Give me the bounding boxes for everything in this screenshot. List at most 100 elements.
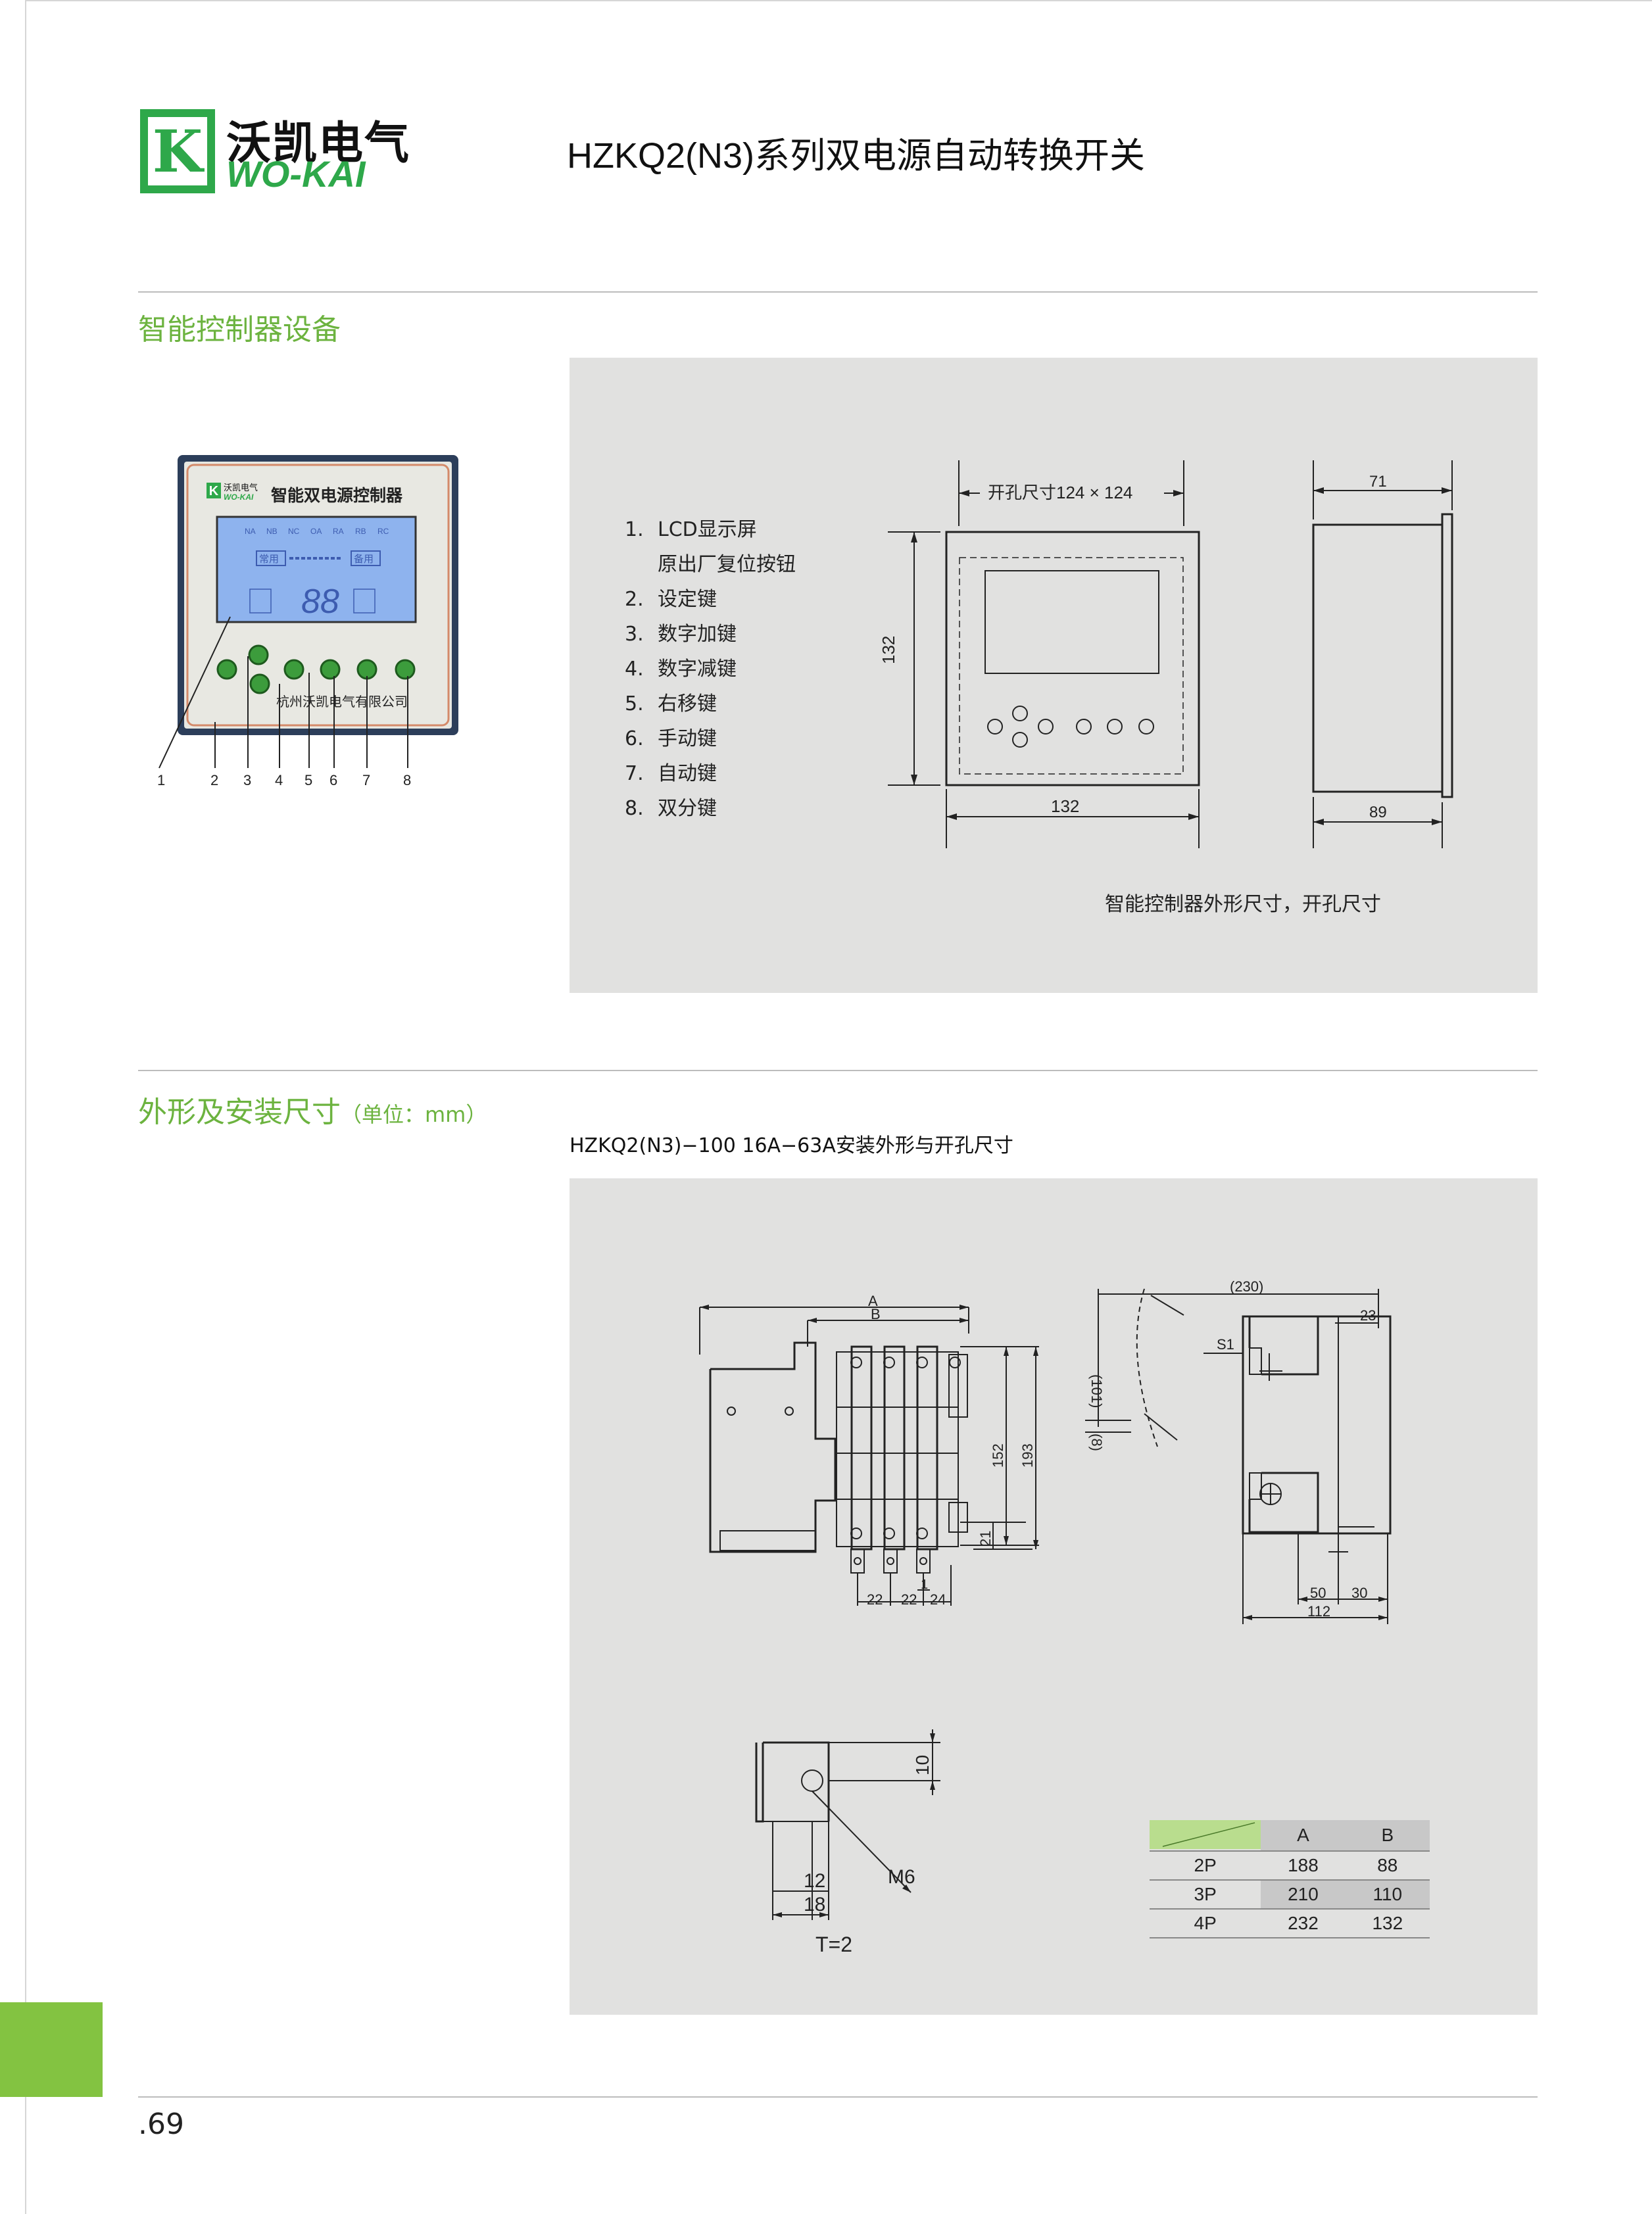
device-company: 杭州沃凯电气有限公司 xyxy=(276,694,408,710)
page-border-left xyxy=(25,0,26,2214)
dim-30: 30 xyxy=(1351,1585,1367,1601)
lcd-label-ra: RA xyxy=(333,527,344,536)
dim-193: 193 xyxy=(1019,1443,1036,1468)
cutout-size-label: 开孔尺寸124 × 124 xyxy=(988,483,1132,502)
dim-23: 23 xyxy=(1360,1307,1376,1324)
legend-item: 4.数字减键 xyxy=(625,658,737,681)
label-M6: M6 xyxy=(888,1866,915,1888)
dim-230: (230) xyxy=(1230,1278,1263,1295)
dim-8: (8) xyxy=(1088,1433,1105,1451)
callout-6: 6 xyxy=(329,772,337,788)
lcd-label-nb: NB xyxy=(266,527,278,536)
lcd-indicator-labels: NA NB NC OA RA RB RC xyxy=(245,527,389,536)
table-header: A xyxy=(1261,1820,1346,1852)
width-132-label: 132 xyxy=(1051,796,1079,816)
callout-5: 5 xyxy=(304,772,312,788)
brand-name-en: WO-KAI xyxy=(226,153,366,195)
table-cell-b: 88 xyxy=(1345,1851,1430,1881)
dim-18: 18 xyxy=(804,1894,825,1915)
device-logo-letter: K xyxy=(209,484,219,498)
dim-12: 12 xyxy=(804,1870,825,1892)
table-row: 4P 232 132 xyxy=(1150,1909,1430,1938)
button-setting[interactable] xyxy=(248,644,269,665)
height-132-label: 132 xyxy=(879,636,898,664)
logo-letter: K xyxy=(152,117,203,185)
side-depth-89-label: 89 xyxy=(1369,804,1387,821)
section2-heading: 外形及安装尺寸（单位：mm） xyxy=(138,1088,487,1130)
dim-21: 21 xyxy=(977,1531,994,1547)
device-logo-en: WO-KAI xyxy=(224,493,254,502)
table-header: B xyxy=(1345,1820,1430,1852)
brand-name-cn: 沃凯电气 xyxy=(226,118,411,170)
dimension-table: A B 2P 188 88 3P 210 110 4P 232 132 xyxy=(1150,1820,1430,1938)
section1-title: 智能控制器设备 xyxy=(138,313,341,347)
button-plus[interactable] xyxy=(249,673,270,694)
legend-item: 5.右移键 xyxy=(625,692,717,715)
dim-24: 24 xyxy=(930,1591,946,1608)
table-cell-type: 3P xyxy=(1150,1880,1261,1910)
button-auto[interactable] xyxy=(395,659,416,680)
button-manual[interactable] xyxy=(356,659,377,680)
dim-112: 112 xyxy=(1307,1603,1330,1620)
document-title: HZKQ2(N3)系列双电源自动转换开关 xyxy=(567,136,1146,176)
page-side-tab xyxy=(0,2002,103,2097)
dim-50: 50 xyxy=(1310,1585,1326,1601)
callout-7: 7 xyxy=(362,772,370,788)
lcd-common-box: 常用 xyxy=(259,554,279,565)
section2-unit: （单位：mm） xyxy=(341,1102,487,1127)
dim-A: A xyxy=(868,1293,878,1309)
lcd-label-na: NA xyxy=(245,527,256,536)
lcd-digits: 88 xyxy=(301,583,339,621)
button-right[interactable] xyxy=(320,659,341,680)
table-cell-type: 2P xyxy=(1150,1851,1261,1881)
dim-10: 10 xyxy=(912,1755,933,1775)
table-cell-b: 132 xyxy=(1345,1909,1430,1938)
lcd-backup-box: 备用 xyxy=(354,554,374,565)
lcd-label-rb: RB xyxy=(355,527,366,536)
dim-101: (101) xyxy=(1088,1374,1105,1408)
controller-device-image: K 沃凯电气 WO-KAI 智能双电源控制器 NA NB NC OA RA RB… xyxy=(157,455,458,788)
table-cell-type: 4P xyxy=(1150,1909,1261,1938)
divider-bottom xyxy=(138,2096,1538,2098)
section2-subtitle: HZKQ2(N3)−100 16A−63A安装外形与开孔尺寸 xyxy=(570,1134,1013,1157)
callout-4: 4 xyxy=(275,772,283,788)
callout-8: 8 xyxy=(403,772,411,788)
terminal-detail-drawing: 10 12 18 M6 T=2 xyxy=(755,1729,940,1956)
page-number: .69 xyxy=(138,2107,184,2141)
lcd-label-oa: OA xyxy=(310,527,322,536)
divider-top xyxy=(138,291,1538,293)
button-reset[interactable] xyxy=(216,659,237,680)
dim-152: 152 xyxy=(990,1443,1006,1468)
dim-B: B xyxy=(871,1306,881,1322)
lcd-label-rc: RC xyxy=(377,527,389,536)
table-cell-b: 110 xyxy=(1345,1880,1430,1910)
controller-drawing-panel xyxy=(570,358,1538,993)
switch-side-view: (230) 23 (101) (8) S1 50 30 112 xyxy=(1085,1278,1392,1624)
table-cell-a: 188 xyxy=(1261,1851,1346,1881)
table-cell-a: 210 xyxy=(1261,1880,1346,1910)
legend-item: 2.设定键 xyxy=(625,588,717,611)
controller-legend: 1.LCD显示屏 原出厂复位按钮 2.设定键 3.数字加键 4.数字减键 5.右… xyxy=(625,513,796,827)
divider-middle xyxy=(138,1070,1538,1071)
legend-item: 1.LCD显示屏 xyxy=(625,518,757,541)
legend-item: 7.自动键 xyxy=(625,762,717,785)
dim-S1: S1 xyxy=(1217,1336,1234,1353)
button-minus[interactable] xyxy=(283,659,304,680)
table-row: 2P 188 88 xyxy=(1150,1851,1430,1881)
side-depth-71-label: 71 xyxy=(1369,473,1387,491)
callout-2: 2 xyxy=(210,772,218,788)
switch-front-view: A B 152 193 21 1 22 22 24 xyxy=(699,1293,1039,1608)
lcd-label-nc: NC xyxy=(288,527,300,536)
legend-item: 3.数字加键 xyxy=(625,623,737,646)
dim-22a: 22 xyxy=(867,1591,883,1608)
controller-caption: 智能控制器外形尺寸，开孔尺寸 xyxy=(1105,893,1381,916)
legend-item: 原出厂复位按钮 xyxy=(658,553,796,576)
callout-1: 1 xyxy=(157,772,165,788)
brand-logo-mark: K xyxy=(140,109,215,193)
table-header-row: A B xyxy=(1150,1820,1430,1852)
table-row: 3P 210 110 xyxy=(1150,1880,1430,1910)
label-T2: T=2 xyxy=(815,1933,852,1956)
page-border-top xyxy=(25,0,1652,1)
section2-title: 外形及安装尺寸 xyxy=(138,1095,341,1129)
dim-1: 1 xyxy=(921,1577,928,1592)
